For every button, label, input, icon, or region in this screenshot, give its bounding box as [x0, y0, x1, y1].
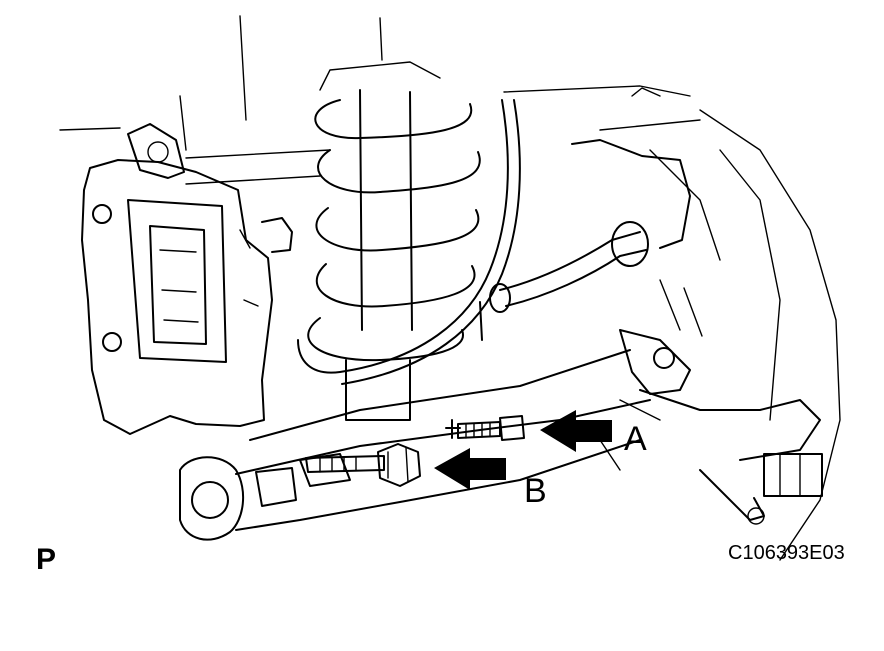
- lower-arm: [179, 349, 661, 541]
- arrow-b: [434, 448, 506, 490]
- coil-spring: [307, 61, 481, 421]
- arrow-a: [540, 410, 612, 452]
- frame-lines: [59, 15, 841, 561]
- stabilizer-bar: [479, 139, 691, 341]
- callout-label-b: B: [524, 472, 547, 510]
- view-marker: P: [36, 543, 57, 576]
- bolt-b: [305, 443, 421, 487]
- brake-hose: [297, 99, 521, 385]
- figure-code: C106393E03: [728, 542, 845, 564]
- knuckle: [619, 279, 823, 525]
- callout-label-a: A: [624, 420, 647, 458]
- brake-caliper: [81, 123, 293, 435]
- bolt-a: [445, 415, 525, 441]
